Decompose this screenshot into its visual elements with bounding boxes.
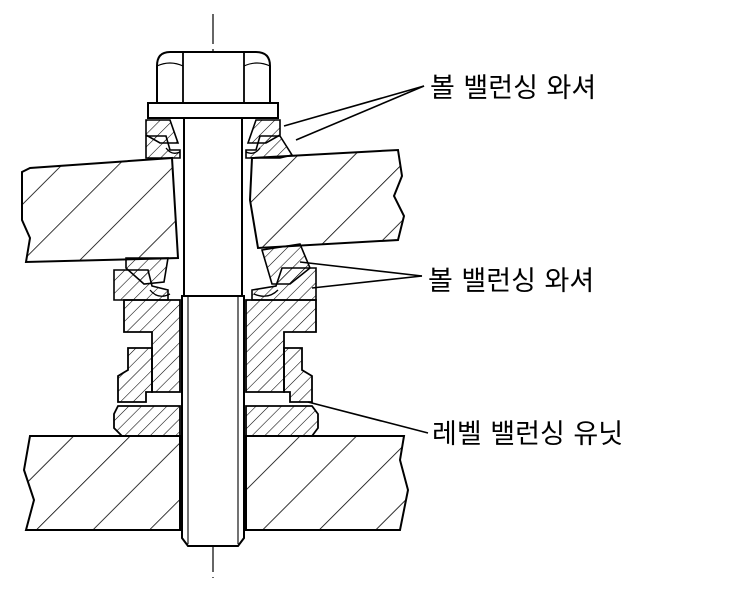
upper-plate [21, 148, 406, 264]
label-upper-ball-washer: 볼 밸런싱 와셔 [430, 73, 596, 104]
bolt-head [147, 51, 279, 119]
bolt-shank [181, 117, 245, 547]
leveling-unit-base [113, 405, 319, 437]
base-plate [22, 435, 410, 531]
leveling-unit-nut [117, 347, 313, 403]
upper-ball-washer [145, 119, 294, 159]
label-lower-ball-washer: 볼 밸런싱 와셔 [428, 266, 594, 297]
leader-lines [283, 85, 429, 434]
lower-ball-washer [113, 243, 317, 301]
label-leveling-unit: 레벨 밸런싱 유닛 [432, 419, 623, 450]
